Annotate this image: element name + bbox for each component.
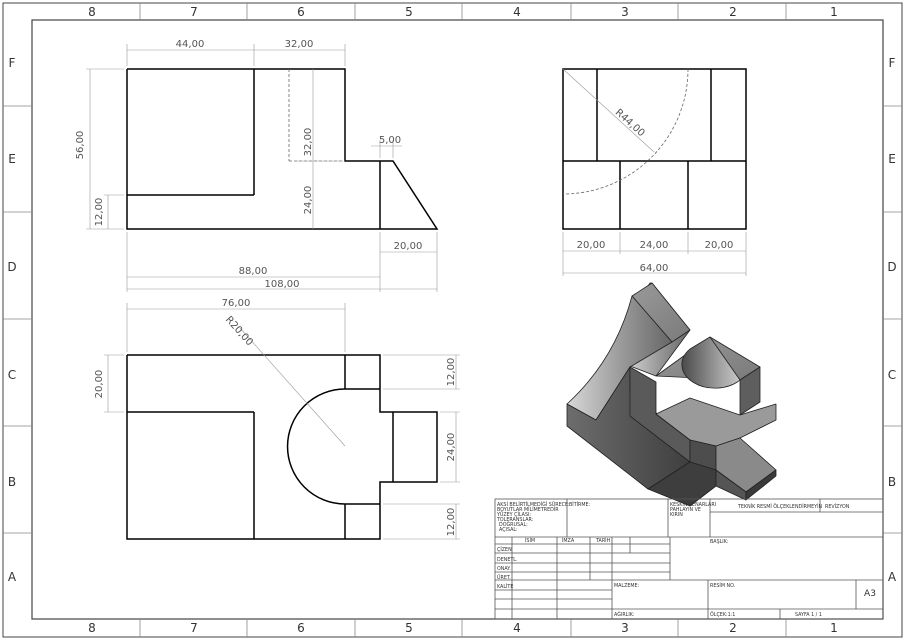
dim-text: 12,00	[446, 508, 457, 537]
col-label-bottom: 1	[830, 621, 838, 635]
col-label-top: 7	[190, 5, 198, 19]
row-label-left: E	[8, 152, 16, 166]
dim-text: 64,00	[640, 263, 669, 274]
tb-row-label: ONAY.	[497, 566, 511, 572]
dim-text: 12,00	[94, 198, 105, 227]
tb-note: BOYUTLAR MİLİMETREDİR	[497, 506, 559, 513]
front-dimensions	[86, 44, 438, 292]
row-label-right: C	[888, 368, 896, 382]
dim-text: 20,00	[394, 241, 423, 252]
top-dimension-text: 76,00 R20,00 20,00 12,00 24,00 12,00	[94, 298, 457, 536]
dim-text: 24,00	[640, 240, 669, 251]
row-label-left: D	[7, 260, 16, 274]
tb-col-imza: İMZA	[562, 537, 575, 544]
tb-sayfa: SAYFA 1 / 1	[795, 612, 822, 618]
row-label-left: A	[8, 570, 17, 584]
row-label-left: F	[9, 56, 16, 70]
dim-text: R44,00	[613, 107, 647, 139]
dim-text: 56,00	[75, 131, 86, 160]
col-label-top: 5	[405, 5, 413, 19]
col-label-top: 3	[621, 5, 629, 19]
row-label-right: D	[887, 260, 896, 274]
col-label-bottom: 6	[297, 621, 305, 635]
tb-olcek: ÖLÇEK:1:1	[710, 611, 735, 618]
title-block-text: AKSİ BELİRTİLMEDİĞİ SÜRECE: BOYUTLAR MİL…	[496, 501, 850, 618]
tb-note: DOĞRUSAL:	[499, 521, 528, 528]
row-label-left: C	[8, 368, 16, 382]
col-label-bottom: 8	[88, 621, 96, 635]
tb-title-label: TEKNİK RESMİ ÖLÇEKLENDİRMEYİN	[737, 503, 822, 510]
tb-edge-note: PAHLAYIN VE	[670, 507, 701, 513]
tb-malzeme: MALZEME:	[614, 583, 640, 589]
border-ticks	[3, 3, 902, 637]
col-label-top: 4	[513, 5, 521, 19]
dim-text: 5,00	[379, 135, 401, 146]
row-label-right: B	[888, 475, 896, 489]
top-view	[126, 354, 438, 540]
dim-text: 76,00	[222, 298, 251, 309]
dim-text: 108,00	[265, 279, 300, 290]
col-label-top: 2	[729, 5, 737, 19]
dim-text: 24,00	[446, 433, 457, 462]
dim-text: 32,00	[303, 128, 314, 157]
tb-note: YÜZEY ÇİLASI:	[496, 511, 531, 518]
dim-text: R20,00	[223, 314, 255, 348]
tb-bitirme: BİTİRME:	[569, 501, 591, 508]
side-dimension-text: R44,00 20,00 24,00 20,00 64,00	[577, 107, 734, 274]
dim-text: 32,00	[285, 39, 314, 50]
tb-resim-no: RESİM NO.	[710, 582, 735, 589]
tb-note: TOLERANSLAR:	[496, 517, 534, 523]
front-dimension-text: 44,00 32,00 56,00 12,00 32,00 24,00 5,00…	[75, 39, 422, 290]
tb-size: A3	[864, 589, 876, 599]
tb-edge-note: KIRIN	[670, 512, 683, 518]
tb-row-label: KALİTE	[497, 583, 513, 590]
row-label-right: F	[889, 56, 896, 70]
col-label-top: 8	[88, 5, 96, 19]
col-label-bottom: 7	[190, 621, 198, 635]
col-label-bottom: 3	[621, 621, 629, 635]
dim-text: 20,00	[705, 240, 734, 251]
col-label-top: 6	[297, 5, 305, 19]
dim-text: 88,00	[239, 266, 268, 277]
front-view	[126, 68, 439, 230]
tb-agirlik: AĞIRLIK:	[614, 611, 635, 618]
row-label-right: E	[888, 152, 896, 166]
title-block	[494, 498, 884, 620]
tb-baslik: BAŞLIK:	[710, 539, 729, 545]
row-label-left: B	[8, 475, 16, 489]
top-dimensions	[104, 303, 460, 540]
col-label-bottom: 5	[405, 621, 413, 635]
side-dimensions	[562, 68, 747, 276]
border-labels: 8 7 6 5 4 3 2 1 8 7 6 5 4 3 2 1 F E D C …	[7, 5, 897, 635]
col-label-top: 1	[830, 5, 838, 19]
side-view	[562, 68, 747, 230]
isometric-view	[566, 282, 777, 507]
front-hidden-lines	[288, 69, 345, 162]
dim-text: 44,00	[176, 39, 205, 50]
tb-edge-note: KESKİN KENARLARI	[670, 501, 716, 508]
col-label-bottom: 4	[513, 621, 521, 635]
dim-text: 24,00	[303, 186, 314, 215]
dim-text: 20,00	[94, 370, 105, 399]
tb-col-isim: İSİM	[525, 537, 535, 544]
side-hidden-lines	[562, 68, 689, 195]
dim-text: 20,00	[577, 240, 606, 251]
tb-note: AÇISAL:	[499, 527, 518, 533]
tb-revizyon: REVİZYON	[825, 503, 850, 510]
tb-row-label: DENETL.	[497, 557, 517, 563]
tb-row-label: ÜRET.	[497, 574, 511, 581]
col-label-bottom: 2	[729, 621, 737, 635]
tb-note: AKSİ BELİRTİLMEDİĞİ SÜRECE:	[497, 501, 570, 508]
tb-col-tarih: TARİH	[595, 537, 611, 544]
row-label-right: A	[888, 570, 897, 584]
dim-text: 12,00	[446, 358, 457, 387]
tb-row-label: ÇİZEN	[497, 546, 512, 553]
